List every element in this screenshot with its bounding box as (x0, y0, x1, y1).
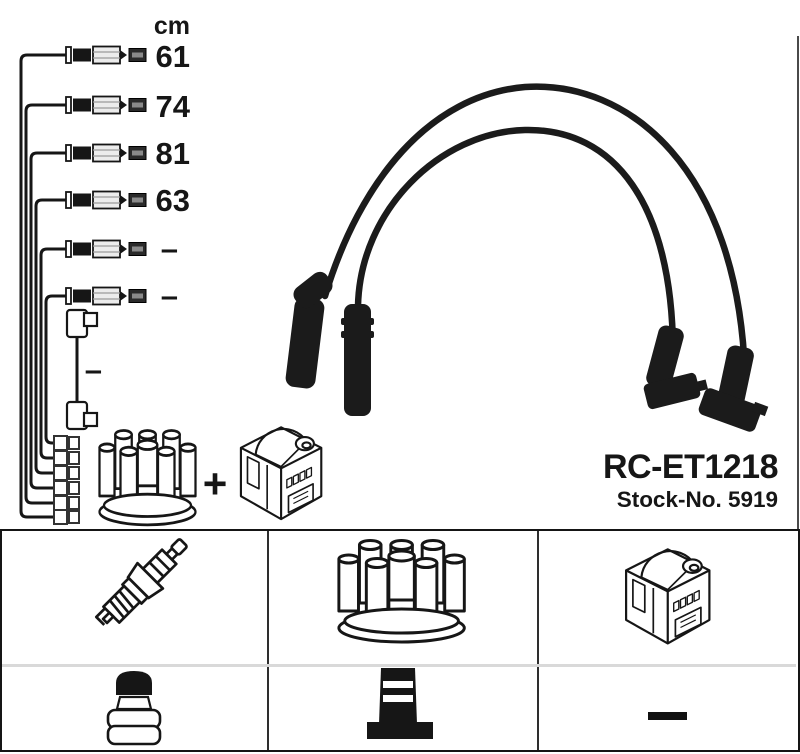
plus-sign: + (202, 460, 228, 507)
grid-row-divider (2, 664, 796, 667)
coil-wire-schematic (65, 308, 99, 431)
cable-photo (285, 83, 769, 432)
stock-number: Stock-No. 5919 (616, 487, 778, 512)
grid-column-divider (267, 531, 269, 750)
cable-boot (698, 345, 769, 432)
distributor-cap-drawing (98, 429, 197, 527)
cable-connector (65, 95, 147, 115)
cable-length-5: – (160, 231, 178, 266)
ignition-coil-drawing (239, 426, 323, 521)
cable-length-2: 74 (155, 89, 190, 124)
grid-column-divider (537, 531, 539, 750)
page-edge-line (797, 36, 799, 531)
cable-connector (65, 190, 147, 210)
cable-length-6: – (160, 278, 178, 313)
din-connector-icon (367, 668, 433, 739)
coil-wire-length: – (84, 352, 102, 387)
cable-connector (65, 286, 147, 306)
cable-connector (65, 239, 147, 259)
cable-connector (65, 143, 147, 163)
no-part-dash-icon (648, 712, 687, 720)
spark-plug-icon (94, 538, 188, 626)
cable-length-1: 61 (155, 39, 190, 74)
cable-connectors (65, 45, 147, 306)
cable-connector (65, 45, 147, 65)
cable-schematic (19, 53, 70, 519)
length-unit-header: cm (153, 12, 190, 40)
cable-length-4: 63 (155, 183, 190, 218)
part-number: RC-ET1218 (602, 448, 779, 486)
cable-length-3: 81 (155, 136, 190, 171)
cable-boot (285, 271, 333, 389)
terminal-nut-icon (106, 671, 162, 746)
cable-boot (643, 325, 709, 410)
cable-boot (341, 304, 374, 416)
distributor-terminals (53, 435, 80, 525)
parts-grid-border (0, 529, 800, 752)
